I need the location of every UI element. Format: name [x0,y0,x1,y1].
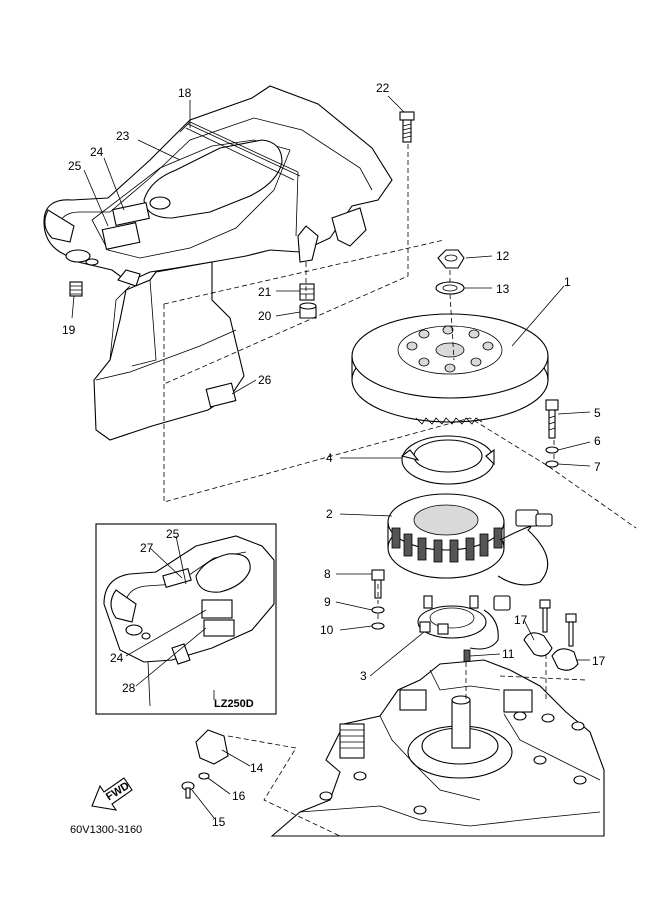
callout-10: 10 [320,623,334,637]
callout-20: 20 [258,309,272,323]
bracket-14 [195,729,229,765]
inset-detail [95,523,277,715]
inset-callout-27: 27 [140,541,154,555]
callout-14: 14 [250,761,264,775]
callout-17-a: 17 [514,613,528,627]
inset-callout-24: 24 [110,651,124,665]
washer-9 [371,606,385,614]
callout-5: 5 [594,406,601,420]
clamp-17-a [523,599,553,657]
callout-17-b: 17 [592,654,606,668]
callout-8: 8 [324,567,331,581]
washer-13 [435,281,465,295]
washer-6 [545,446,559,454]
callout-26: 26 [258,373,272,387]
pulser-plate [400,435,495,485]
callout-24: 24 [90,145,104,159]
callout-6: 6 [594,434,601,448]
callout-23: 23 [116,129,130,143]
pulser-coil [417,595,511,650]
clamp-17-b [551,613,579,671]
washer-10 [371,622,385,630]
inset-callout-28: 28 [122,681,136,695]
callout-1: 1 [564,275,571,289]
nut-12 [437,249,465,269]
washer-16 [198,772,210,780]
inset-callout-25: 25 [166,527,180,541]
fwd-arrow-icon: FWD [91,777,133,811]
assembly-leader-lines [163,144,637,837]
callout-22: 22 [376,81,390,95]
stator-coil [387,493,553,586]
woodruff-key-11 [463,649,471,663]
grommet-21 [299,283,315,301]
callout-7: 7 [594,460,601,474]
callout-18: 18 [178,86,192,100]
callout-3: 3 [360,669,367,683]
collar-20 [299,302,317,319]
bolt-5 [545,399,559,439]
powerhead-block [270,659,605,837]
callout-13: 13 [496,282,510,296]
callout-25: 25 [68,159,82,173]
flywheel-cover [43,85,393,441]
callout-4: 4 [326,451,333,465]
grommet-19 [69,281,83,297]
inset-model-label: LZ250D [214,698,254,710]
flywheel [351,313,549,425]
callout-leaders [71,95,591,819]
diagram-code: 60V1300-3160 [70,824,142,836]
callout-11: 11 [502,647,515,661]
callout-19: 19 [62,323,76,337]
callout-15: 15 [212,815,226,829]
callout-16: 16 [232,789,246,803]
bolt-22 [399,111,415,143]
callout-21: 21 [258,285,272,299]
callout-2: 2 [326,507,333,521]
washer-7 [545,460,559,468]
screw-15 [181,781,195,799]
callout-12: 12 [496,249,510,263]
callout-9: 9 [324,595,331,609]
